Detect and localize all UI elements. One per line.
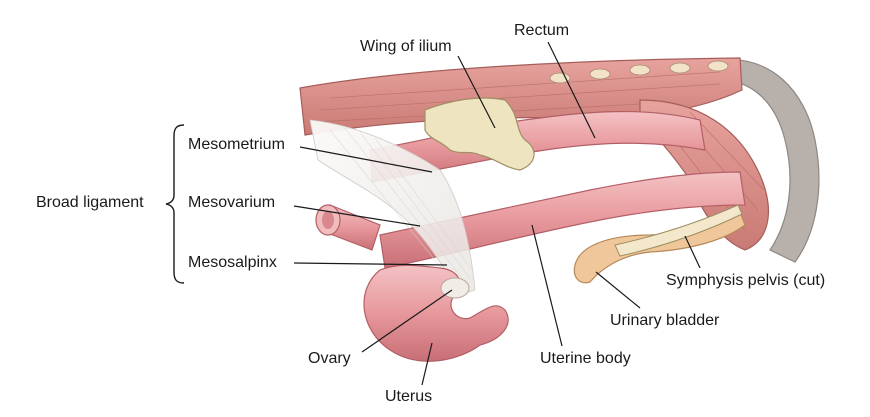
leader-wing-of-ilium <box>457 55 496 129</box>
leader-ovary <box>361 289 453 353</box>
leader-urinary-bladder <box>595 271 641 309</box>
label-mesovarium: Mesovarium <box>188 194 276 211</box>
label-ovary: Ovary <box>308 350 351 367</box>
leader-lines <box>293 41 701 386</box>
leader-mesometrium <box>299 146 433 173</box>
ligament-fibers <box>329 127 473 286</box>
vertebra-segments <box>549 60 729 84</box>
leader-mesovarium <box>293 205 421 227</box>
wing-of-ilium-bone <box>424 97 535 171</box>
leader-mesosalpinx <box>293 262 448 266</box>
leader-symphysis <box>684 235 701 269</box>
uterine-body-tube <box>379 171 746 269</box>
label-mesosalpinx: Mesosalpinx <box>188 254 277 271</box>
pelvic-wall <box>719 58 820 263</box>
label-uterus: Uterus <box>385 388 433 405</box>
uterine-horn <box>363 264 509 362</box>
label-symphysis-pelvis: Symphysis pelvis (cut) <box>666 272 826 289</box>
symphysis-pelvis-shape <box>614 204 743 257</box>
leader-rectum <box>547 41 596 139</box>
label-uterine-body: Uterine body <box>540 350 631 367</box>
label-mesometrium: Mesometrium <box>188 136 285 153</box>
broad-ligament-brace <box>165 124 185 284</box>
leader-uterine-body <box>531 224 563 347</box>
label-urinary-bladder: Urinary bladder <box>610 312 720 329</box>
leader-uterus <box>421 342 433 386</box>
label-broad-ligament: Broad ligament <box>36 194 144 211</box>
label-wing-of-ilium: Wing of ilium <box>360 38 452 55</box>
label-rectum: Rectum <box>514 22 570 39</box>
